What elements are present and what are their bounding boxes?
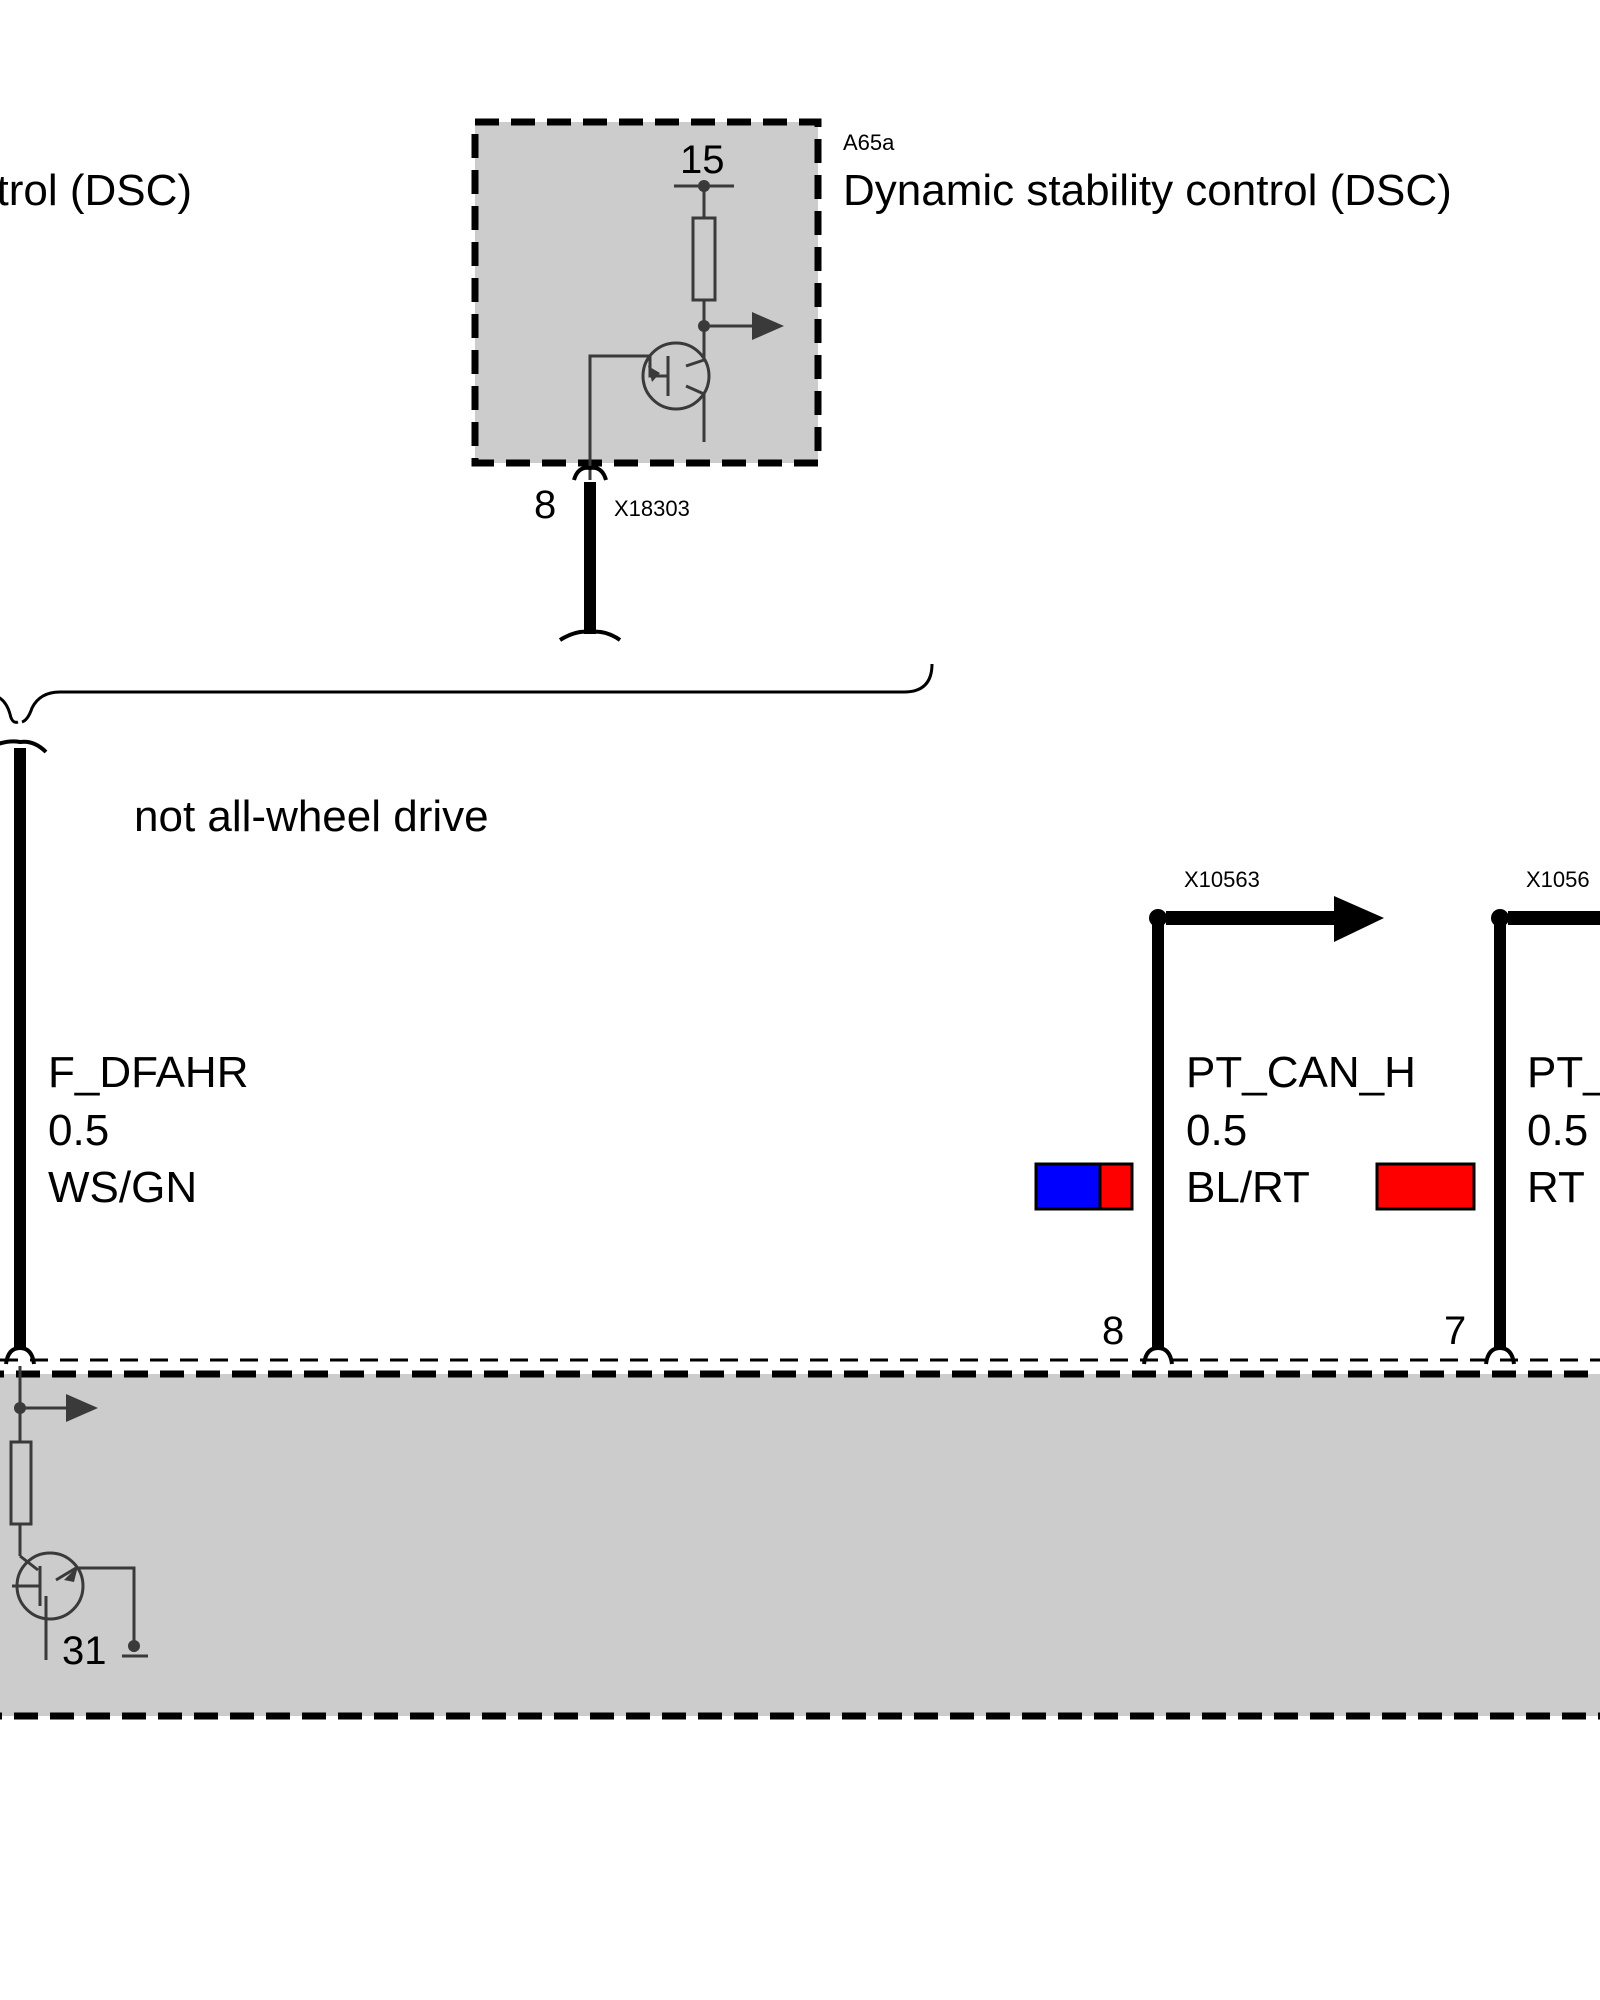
connector-id: X10563 — [1184, 867, 1260, 892]
arrow-right-icon — [1334, 896, 1384, 942]
a65a-component-name: Dynamic stability control (DSC) — [843, 166, 1452, 215]
connector-socket-icon — [1484, 1345, 1516, 1365]
a65a-pin-number: 8 — [534, 483, 556, 527]
wire-color-swatch — [1034, 1162, 1134, 1211]
bottom-internal-circuit — [9, 1366, 148, 1660]
wire-color-code: WS/GN — [48, 1163, 197, 1212]
wire-color-code: BL/RT — [1186, 1163, 1310, 1212]
output-arrow-icon — [752, 312, 784, 340]
connector-socket-icon — [572, 465, 608, 481]
connector-socket-icon — [1142, 1345, 1174, 1365]
a65a-module-box[interactable] — [471, 118, 822, 467]
bottom-module-box[interactable] — [0, 1370, 1600, 1720]
pin-number: 7 — [1444, 1309, 1466, 1353]
connector-id: X1056 — [1526, 867, 1590, 892]
terminal-31-label: 31 — [62, 1629, 107, 1673]
wire-signal-name: PT_CAN_H — [1186, 1048, 1416, 1097]
a65a-connector-id: X18303 — [614, 496, 690, 521]
wire-break-icon — [558, 629, 622, 642]
wire-gauge: 0.5 — [1186, 1106, 1247, 1155]
wire-break-icon — [0, 739, 48, 754]
wire-color-swatch — [1375, 1162, 1476, 1211]
pin-number: 8 — [1102, 1309, 1124, 1353]
wire-gauge: 0.5 — [48, 1106, 109, 1155]
connector-socket-icon — [4, 1345, 36, 1365]
wire-gauge: 0.5 — [1527, 1106, 1588, 1155]
wire-signal-name: F_DFAHR — [48, 1048, 248, 1097]
wire-color-code: RT — [1527, 1163, 1585, 1212]
left-component-name: ntrol (DSC) — [0, 166, 192, 215]
a65a-terminal-15-label: 15 — [680, 138, 725, 182]
bus-bracket — [21, 663, 934, 724]
condition-label: not all-wheel drive — [134, 792, 489, 841]
output-arrow-icon — [66, 1394, 98, 1422]
a65a-component-id: A65a — [843, 130, 895, 155]
wire-signal-name: PT_ — [1527, 1048, 1600, 1097]
